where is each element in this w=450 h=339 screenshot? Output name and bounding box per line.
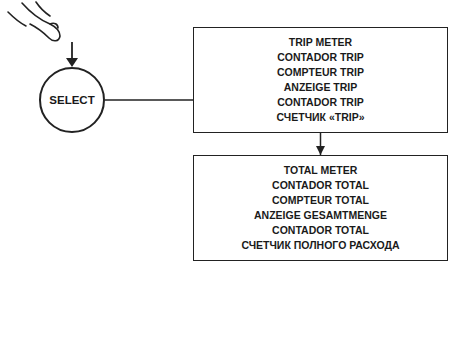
label-text: TOTAL METER: [200, 163, 441, 178]
label-text: ANZEIGE GESAMTMENGE: [200, 208, 441, 223]
label-text: CONTADOR TOTAL: [200, 178, 441, 193]
finger-lower-edge: [8, 12, 26, 26]
press-arrow-head: [66, 58, 78, 67]
label-text: COMPTEUR TRIP: [200, 65, 441, 80]
fingernail: [50, 23, 58, 28]
label-text: TRIP METER: [200, 35, 441, 50]
text-stack: SELECT: [49, 93, 94, 108]
pointing-hand: [8, 2, 60, 41]
label-text: СЧЕТЧИК «TRIP»: [200, 110, 441, 125]
label-text: CONTADOR TRIP: [200, 50, 441, 65]
select-button: SELECT: [39, 67, 105, 133]
label-text: SELECT: [49, 93, 94, 108]
mode-box: TRIP METERCONTADOR TRIPCOMPTEUR TRIPANZE…: [193, 27, 448, 133]
text-stack: TRIP METERCONTADOR TRIPCOMPTEUR TRIPANZE…: [200, 35, 441, 125]
knuckle-line: [36, 2, 50, 16]
label-text: CONTADOR TOTAL: [200, 223, 441, 238]
connector: [320, 133, 322, 155]
connector: [105, 99, 193, 101]
label-text: CONTADOR TRIP: [200, 95, 441, 110]
label-text: ANZEIGE TRIP: [200, 80, 441, 95]
press-arrow-shaft: [71, 42, 73, 60]
text-stack: TOTAL METERCONTADOR TOTALCOMPTEUR TOTALA…: [200, 163, 441, 253]
label-text: COMPTEUR TOTAL: [200, 193, 441, 208]
label-text: СЧЕТЧИК ПОЛНОГО РАСХОДА: [200, 238, 441, 253]
mode-box: TOTAL METERCONTADOR TOTALCOMPTEUR TOTALA…: [193, 155, 448, 261]
finger-outline: [22, 3, 60, 41]
